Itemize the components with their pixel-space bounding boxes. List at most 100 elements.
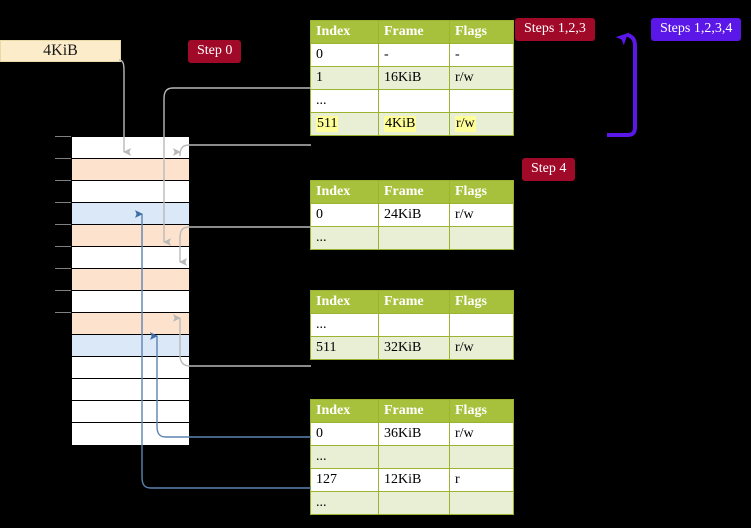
memory-tick-2 bbox=[55, 180, 71, 181]
cell-flags: r/w bbox=[449, 336, 514, 360]
cell-index: 511 bbox=[310, 112, 379, 136]
column-header-frame: Frame bbox=[378, 20, 450, 44]
table-row: ... bbox=[310, 491, 514, 515]
memory-row-6 bbox=[72, 269, 189, 291]
cell-frame: 16KiB bbox=[378, 66, 450, 90]
memory-tick-0 bbox=[55, 136, 71, 137]
memory-row-2 bbox=[72, 181, 189, 203]
table-row: ... bbox=[310, 445, 514, 469]
column-header-flags: Flags bbox=[449, 20, 514, 44]
cell-frame: 24KiB bbox=[378, 203, 450, 227]
badge-step-4: Step 4 bbox=[522, 158, 576, 181]
connector-l2-row0-to-memory bbox=[178, 226, 311, 266]
cell-index: ... bbox=[310, 491, 379, 515]
cell-frame: 36KiB bbox=[378, 422, 450, 446]
cell-index: ... bbox=[310, 226, 379, 250]
column-header-index: Index bbox=[310, 180, 379, 204]
cell-flags bbox=[449, 226, 514, 250]
badge-steps-1-2-3-4: Steps 1,2,3,4 bbox=[651, 18, 742, 41]
column-header-frame: Frame bbox=[378, 180, 450, 204]
table-row: ... bbox=[310, 313, 514, 337]
badge-step-0: Step 0 bbox=[188, 40, 242, 63]
column-header-index: Index bbox=[310, 399, 379, 423]
memory-row-9 bbox=[72, 335, 189, 357]
cell-index: ... bbox=[310, 313, 379, 337]
cell-frame: 32KiB bbox=[378, 336, 450, 360]
memory-row-4 bbox=[72, 225, 189, 247]
cell-frame bbox=[378, 89, 450, 113]
memory-row-3 bbox=[72, 203, 189, 225]
memory-row-7 bbox=[72, 291, 189, 313]
table-row: ... bbox=[310, 226, 514, 250]
memory-row-5 bbox=[72, 247, 189, 269]
table-row: ... bbox=[310, 89, 514, 113]
memory-tick-1 bbox=[55, 158, 71, 159]
memory-tick-4 bbox=[55, 224, 71, 225]
cell-frame bbox=[378, 491, 450, 515]
steps-bracket-arrow bbox=[607, 32, 637, 137]
memory-tick-7 bbox=[55, 290, 71, 291]
column-header-flags: Flags bbox=[449, 180, 514, 204]
cell-frame: 12KiB bbox=[378, 468, 450, 492]
column-header-flags: Flags bbox=[449, 399, 514, 423]
memory-row-12 bbox=[72, 401, 189, 423]
memory-row-0 bbox=[72, 137, 189, 159]
cell-frame bbox=[378, 313, 450, 337]
memory-row-10 bbox=[72, 357, 189, 379]
connector-l1-row511-to-memory bbox=[173, 144, 311, 157]
connector-l3-row511-to-memory bbox=[173, 314, 311, 367]
cell-flags: r/w bbox=[449, 422, 514, 446]
cell-flags: - bbox=[449, 43, 514, 67]
memory-row-13 bbox=[72, 423, 189, 445]
cell-flags: r/w bbox=[449, 203, 514, 227]
cell-index: 0 bbox=[310, 422, 379, 446]
column-header-index: Index bbox=[310, 290, 379, 314]
table-row: 0-- bbox=[310, 43, 514, 67]
badge-steps-1-2-3: Steps 1,2,3 bbox=[515, 18, 595, 41]
memory-tick-8 bbox=[55, 312, 71, 313]
cell-index: 511 bbox=[310, 336, 379, 360]
cell-frame: 4KiB bbox=[378, 112, 450, 136]
column-header-index: Index bbox=[310, 20, 379, 44]
cell-flags: r/w bbox=[449, 66, 514, 90]
memory-tick-3 bbox=[55, 202, 71, 203]
column-header-flags: Flags bbox=[449, 290, 514, 314]
memory-tick-5 bbox=[55, 246, 71, 247]
cell-frame: - bbox=[378, 43, 450, 67]
cell-flags bbox=[449, 491, 514, 515]
cell-flags: r bbox=[449, 468, 514, 492]
cell-flags: r/w bbox=[449, 112, 514, 136]
cell-index: 127 bbox=[310, 468, 379, 492]
cell-frame bbox=[378, 445, 450, 469]
cell-index: 0 bbox=[310, 43, 379, 67]
cell-index: ... bbox=[310, 445, 379, 469]
column-header-frame: Frame bbox=[378, 399, 450, 423]
memory-tick-6 bbox=[55, 268, 71, 269]
memory-row-8 bbox=[72, 313, 189, 335]
cell-index: 0 bbox=[310, 203, 379, 227]
cell-flags bbox=[449, 89, 514, 113]
column-header-frame: Frame bbox=[378, 290, 450, 314]
memory-row-1 bbox=[72, 159, 189, 181]
cell-index: 1 bbox=[310, 66, 379, 90]
cell-frame bbox=[378, 226, 450, 250]
memory-row-11 bbox=[72, 379, 189, 401]
cell-index: ... bbox=[310, 89, 379, 113]
physical-memory-column bbox=[71, 136, 190, 445]
cell-flags bbox=[449, 445, 514, 469]
